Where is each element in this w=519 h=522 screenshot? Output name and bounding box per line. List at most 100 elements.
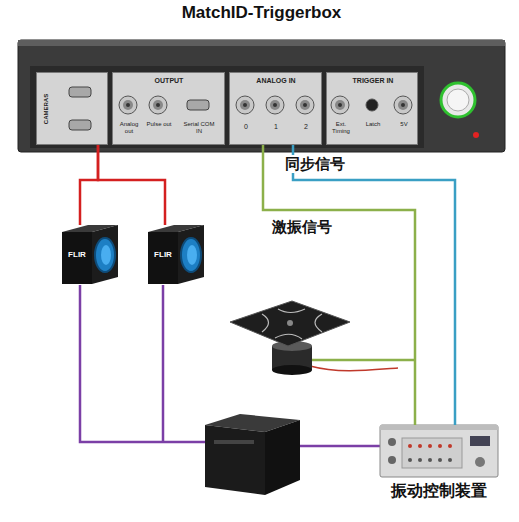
port-label: Analog out	[116, 121, 142, 134]
signal-label: 同步信号	[283, 155, 347, 173]
bnc-core	[398, 100, 408, 110]
bnc-pin	[303, 103, 307, 107]
camera-lens	[181, 238, 201, 272]
pc-drive-bay	[214, 440, 254, 444]
plate-center	[287, 320, 293, 326]
port-label: Latch	[360, 121, 386, 128]
camera: FLIR	[148, 225, 204, 285]
bnc-core	[123, 100, 133, 110]
camera-trigger-wire	[98, 145, 165, 225]
camera-lens	[95, 238, 115, 272]
bnc-connector	[119, 96, 137, 114]
port-label: 5V	[394, 121, 414, 128]
bnc-ring	[266, 96, 284, 114]
camera-body	[148, 232, 178, 284]
pc-case	[265, 420, 300, 495]
sync-signal-wire	[293, 145, 455, 425]
device-housing	[18, 40, 505, 152]
controller-jack	[438, 458, 442, 462]
shaker-cable	[312, 359, 415, 362]
camera-trigger-wire	[80, 145, 98, 225]
controller-rim	[380, 425, 498, 430]
pc-cable	[300, 445, 380, 448]
db9-connector	[69, 120, 91, 130]
controller-case	[380, 425, 498, 477]
shaker-plate	[230, 301, 350, 346]
port-label: Serial COM IN	[182, 121, 216, 134]
bnc-connector	[331, 96, 349, 114]
bnc-ring	[394, 96, 412, 114]
bnc-core	[335, 100, 345, 110]
bnc-core	[153, 100, 163, 110]
camera: FLIR	[62, 225, 118, 285]
bnc-connector	[266, 96, 284, 114]
controller-jack	[408, 458, 412, 462]
camera-body	[62, 232, 92, 284]
section-title: CAMERAS	[43, 79, 49, 139]
channel-number: 1	[269, 123, 283, 131]
port-label: Pulse out	[146, 121, 172, 128]
camera-lens-glass	[187, 245, 197, 265]
shaker-base	[272, 365, 312, 375]
section-title: ANALOG IN	[234, 77, 318, 85]
camera-cable	[80, 285, 205, 442]
bnc-connector	[149, 96, 167, 114]
bnc-ring	[236, 96, 254, 114]
status-led	[473, 132, 479, 138]
power-button	[441, 83, 475, 117]
controller-jack	[408, 444, 412, 448]
section-title: OUTPUT	[119, 77, 219, 85]
camera-brand: FLIR	[149, 251, 177, 260]
bnc-connector	[394, 96, 412, 114]
section-title: TRIGGER IN	[331, 77, 415, 85]
power-button-face	[447, 89, 469, 111]
controller-jack	[428, 444, 432, 448]
device-title: MatchID-Triggerbox	[102, 4, 422, 23]
panel-section: OUTPUT Analog out Pulse out Serial COM IN	[112, 72, 225, 145]
shaker-cable	[310, 366, 398, 371]
controller-jack	[428, 458, 432, 462]
bnc-core	[240, 100, 250, 110]
camera-body	[92, 225, 118, 284]
camera-cable	[162, 285, 165, 442]
bnc-connector	[296, 96, 314, 114]
bnc-pin	[273, 103, 277, 107]
signal-label: 激振信号	[270, 218, 334, 236]
panel-section	[112, 72, 225, 145]
controller-panel	[402, 438, 462, 468]
plate-pattern	[262, 309, 322, 339]
controller-knob	[388, 456, 396, 464]
bnc-pin	[156, 103, 160, 107]
bnc-pin	[126, 103, 130, 107]
controller-jack	[418, 444, 422, 448]
panel-section: ANALOG IN012	[229, 72, 322, 145]
panel-section: TRIGGER IN Ext. Timing Latch 5V	[326, 72, 418, 145]
controller-jack	[448, 444, 452, 448]
bnc-ring	[149, 96, 167, 114]
bnc-connector	[236, 96, 254, 114]
excitation-signal-wire	[263, 145, 415, 425]
controller-knob	[388, 438, 396, 446]
db9-connector	[187, 100, 209, 110]
port-label: Ext. Timing	[328, 121, 354, 134]
bnc-ring	[331, 96, 349, 114]
front-plate	[30, 66, 424, 148]
camera-brand: FLIR	[63, 251, 91, 260]
bnc-core	[270, 100, 280, 110]
triggerbox-device: MatchID-TriggerboxCAMERAS OUTPUT Analog ou…	[18, 4, 505, 160]
controller-jack	[438, 444, 442, 448]
controller-jack	[448, 458, 452, 462]
bnc-pin	[401, 103, 405, 107]
bnc-ring	[296, 96, 314, 114]
device-bevel	[18, 40, 505, 46]
panel-section	[229, 72, 322, 145]
camera-lens-glass	[101, 245, 111, 265]
db9-connector	[69, 87, 91, 97]
controller-jack	[418, 458, 422, 462]
bnc-pin	[338, 103, 342, 107]
bnc-pin	[243, 103, 247, 107]
controller-knob	[475, 457, 485, 467]
panel-section	[36, 72, 108, 145]
